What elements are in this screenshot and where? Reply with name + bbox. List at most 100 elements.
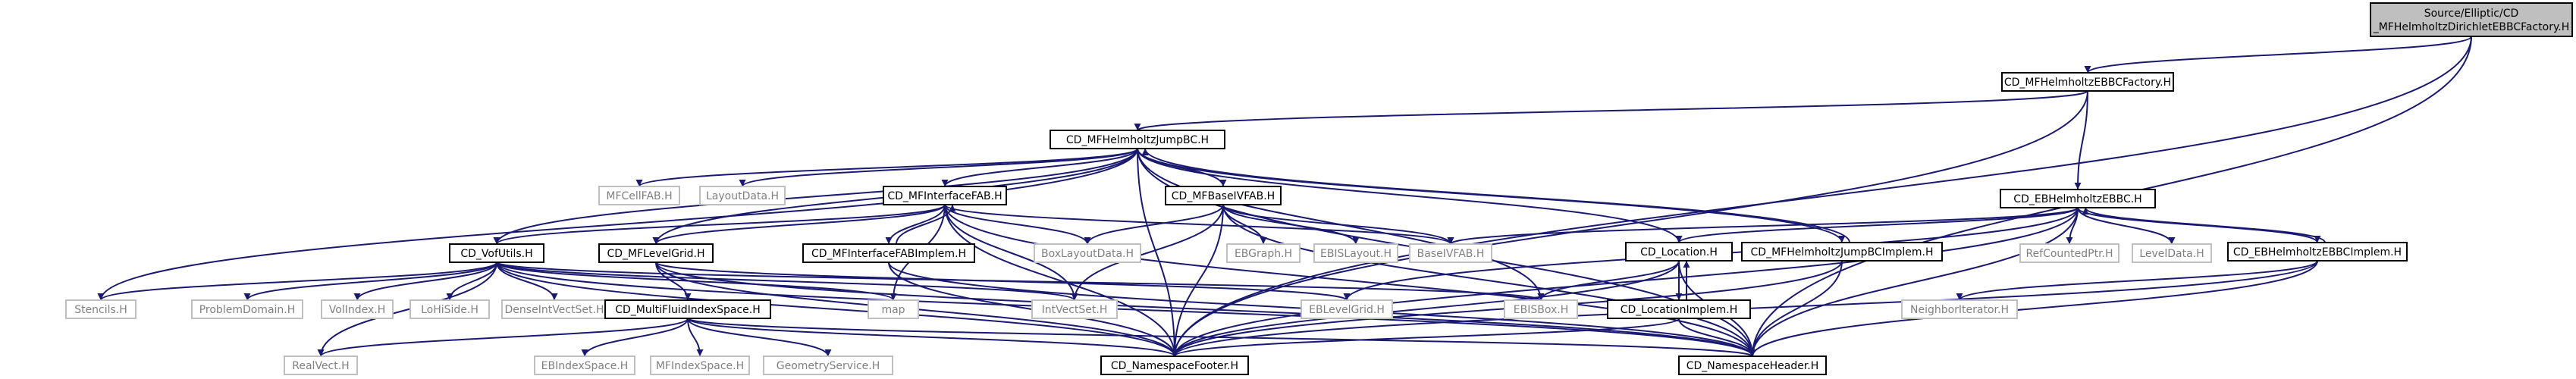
- edge-jumpbc-to-location: [1137, 148, 1683, 243]
- node-volindex: VolIndex.H: [321, 299, 394, 319]
- node-mfinterfaceimpl-label: CD_MFInterfaceFABImplem.H: [811, 248, 966, 260]
- node-factory-label: CD_MFHelmholtzEBBCFactory.H: [2004, 77, 2171, 89]
- edge-vofutils-to-map: [496, 262, 897, 301]
- node-ebisbox: EBISBox.H: [1504, 299, 1578, 319]
- edge-mflevelgrid-to-nsheader: [655, 262, 1756, 357]
- node-root-label: _MFHelmholtzDirichletEBBCFactory.H: [2373, 21, 2570, 33]
- node-ebhelmimpl[interactable]: CD_EBHelmholtzEBBCImplem.H: [2227, 242, 2408, 262]
- edge-mfbaseivfab-to-nsheader: [1222, 204, 1756, 357]
- node-location-label: CD_Location.H: [1640, 246, 1718, 258]
- edge-mflevelgrid-to-multifluid: [655, 262, 692, 301]
- node-neighbor-label: NeighborIterator.H: [1910, 304, 2009, 316]
- edge-ebhelmimpl-to-neighbor: [1956, 260, 2318, 301]
- edge-root-to-nsfooter: [1171, 36, 2472, 357]
- node-refcounted-label: RefCountedPtr.H: [2025, 248, 2113, 260]
- edge-locationimpl-to-nsfooter: [1171, 318, 1680, 357]
- node-mfinterface[interactable]: CD_MFInterfaceFAB.H: [883, 186, 1007, 205]
- node-eblevelgrid: EBLevelGrid.H: [1301, 299, 1393, 319]
- edge-multifluid-to-ebindexspace: [581, 318, 689, 357]
- node-location[interactable]: CD_Location.H: [1625, 242, 1733, 262]
- node-mfinterfaceimpl[interactable]: CD_MFInterfaceFABImplem.H: [802, 243, 975, 263]
- node-ebindexspace-label: EBIndexSpace.H: [541, 360, 629, 372]
- node-multifluid[interactable]: CD_MultiFluidIndexSpace.H: [604, 299, 771, 319]
- node-problemdomain: ProblemDomain.H: [191, 299, 303, 319]
- node-jumpbc[interactable]: CD_MFHelmholtzJumpBC.H: [1050, 130, 1225, 149]
- node-nsheader[interactable]: CD_NamespaceHeader.H: [1678, 356, 1827, 375]
- node-mfbaseivfab-label: CD_MFBaseIVFAB.H: [1172, 190, 1275, 202]
- edge-ebhelmimpl-to-ebhelm: [2082, 207, 2326, 243]
- node-map-label: map: [881, 304, 905, 316]
- edge-vofutils-to-realvect: [317, 262, 497, 357]
- node-layoutdata-label: LayoutData.H: [706, 190, 779, 202]
- edge-jumpbc-to-nsfooter: [1137, 148, 1178, 357]
- node-ebislayout: EBISLayout.H: [1313, 243, 1398, 263]
- node-nsfooter[interactable]: CD_NamespaceFooter.H: [1100, 356, 1249, 375]
- node-ebislayout-label: EBISLayout.H: [1320, 248, 1392, 260]
- node-refcounted: RefCountedPtr.H: [2019, 243, 2119, 263]
- node-ebisbox-label: EBISBox.H: [1514, 304, 1568, 316]
- edge-mfbaseivfab-to-nsfooter: [1171, 204, 1224, 357]
- node-volindex-label: VolIndex.H: [329, 304, 385, 316]
- edge-multifluid-to-realvect: [317, 318, 689, 357]
- edge-jumpbcimpl-to-nsheader: [1749, 260, 1843, 357]
- edge-ebhelm-to-nsheader: [1749, 207, 2079, 357]
- edge-factory-to-ebhelm: [2074, 90, 2088, 190]
- node-mfindexspace-label: MFIndexSpace.H: [656, 360, 744, 372]
- node-vofutils[interactable]: CD_VofUtils.H: [449, 243, 544, 263]
- node-ebhelm[interactable]: CD_EBHelmholtzEBBC.H: [2000, 189, 2156, 208]
- edge-mfinterface-to-mfinterfaceimpl: [885, 204, 946, 245]
- node-geometryservice: GeometryService.H: [763, 356, 893, 375]
- edge-mfbaseivfab-to-ebislayout: [1222, 204, 1360, 245]
- node-problemdomain-label: ProblemDomain.H: [199, 304, 296, 316]
- node-eblevelgrid-label: EBLevelGrid.H: [1309, 304, 1385, 316]
- node-factory[interactable]: CD_MFHelmholtzEBBCFactory.H: [2001, 72, 2174, 92]
- node-intvectset: IntVectSet.H: [1031, 299, 1118, 319]
- node-jumpbc-label: CD_MFHelmholtzJumpBC.H: [1066, 134, 1209, 146]
- edge-jumpbcimpl-to-jumpbc: [1141, 148, 1850, 243]
- node-root: Source/Elliptic/CD_MFHelmholtzDirichletE…: [2370, 2, 2573, 37]
- node-locationimpl[interactable]: CD_LocationImplem.H: [1607, 299, 1751, 319]
- node-geometryservice-label: GeometryService.H: [777, 360, 880, 372]
- node-neighbor: NeighborIterator.H: [1901, 299, 2018, 319]
- node-loside-label: LoHiSide.H: [421, 304, 478, 316]
- node-baseivfab-label: BaseIVFAB.H: [1417, 248, 1485, 260]
- node-mfcellfab: MFCellFAB.H: [598, 186, 680, 205]
- edge-ebhelm-to-location: [1675, 207, 2079, 243]
- edge-mfinterface-to-vofutils: [493, 204, 946, 245]
- node-intvectset-label: IntVectSet.H: [1042, 304, 1108, 316]
- node-mflevelgrid[interactable]: CD_MFLevelGrid.H: [598, 243, 714, 263]
- edge-ebhelm-to-leveldata: [2077, 207, 2176, 245]
- node-mfbaseivfab[interactable]: CD_MFBaseIVFAB.H: [1165, 186, 1282, 205]
- edge-jumpbc-to-stencils: [97, 148, 1138, 301]
- node-leveldata: LevelData.H: [2132, 243, 2212, 263]
- node-mfinterface-label: CD_MFInterfaceFAB.H: [887, 190, 1002, 202]
- edge-ebhelmimpl-to-nsheader: [1749, 260, 2318, 357]
- node-nsheader-label: CD_NamespaceHeader.H: [1686, 360, 1819, 372]
- edge-location-to-nsfooter: [1171, 260, 1680, 357]
- edge-multifluid-to-mfindexspace: [687, 318, 704, 357]
- node-denseintvectset-label: DenseIntVectSet.H: [505, 304, 604, 316]
- node-boxlayoutdata: BoxLayoutData.H: [1034, 243, 1141, 263]
- node-vofutils-label: CD_VofUtils.H: [460, 248, 532, 260]
- node-locationimpl-label: CD_LocationImplem.H: [1621, 304, 1738, 316]
- node-nsfooter-label: CD_NamespaceFooter.H: [1111, 360, 1238, 372]
- edge-jumpbc-to-vofutils: [493, 148, 1138, 245]
- node-jumpbcimpl[interactable]: CD_MFHelmholtzJumpBCImplem.H: [1741, 242, 1943, 262]
- edge-vofutils-to-volindex: [353, 262, 497, 301]
- edge-mfinterface-to-nsheader: [944, 204, 1756, 357]
- node-ebhelm-label: CD_EBHelmholtzEBBC.H: [2013, 193, 2141, 205]
- edge-mfinterface-to-baseivfab: [944, 204, 1454, 245]
- edge-vofutils-to-intvectset: [496, 262, 1078, 301]
- node-stencils-label: Stencils.H: [74, 304, 127, 316]
- edge-ebhelm-to-baseivfab: [1447, 207, 2079, 245]
- node-root-label: Source/Elliptic/CD: [2424, 8, 2519, 20]
- node-multifluid-label: CD_MultiFluidIndexSpace.H: [615, 304, 761, 316]
- node-layoutdata: LayoutData.H: [699, 186, 786, 205]
- node-mflevelgrid-label: CD_MFLevelGrid.H: [607, 248, 704, 260]
- dependency-edges: [97, 36, 2472, 357]
- edge-vofutils-to-denseintvectset: [496, 262, 558, 301]
- node-denseintvectset: DenseIntVectSet.H: [501, 299, 607, 319]
- edge-vofutils-to-stencils: [97, 262, 497, 301]
- node-realvect-label: RealVect.H: [292, 360, 349, 372]
- node-ebhelmimpl-label: CD_EBHelmholtzEBBCImplem.H: [2233, 246, 2402, 258]
